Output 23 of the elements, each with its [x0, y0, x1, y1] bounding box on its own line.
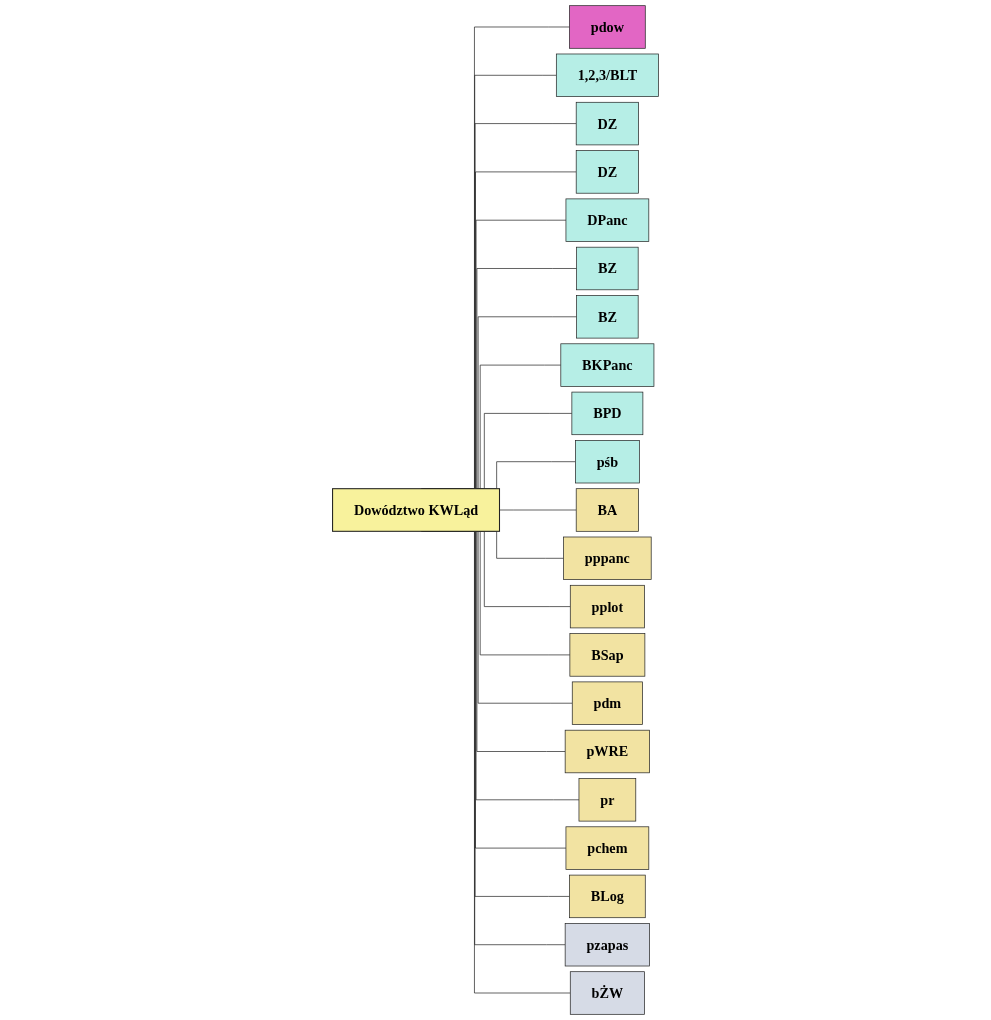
- node-box: pplot: [569, 584, 645, 629]
- node-box: DZ: [575, 101, 639, 146]
- node-box: DZ: [575, 150, 639, 194]
- node-box: BZ: [576, 246, 639, 291]
- node-box: BKPanc: [560, 343, 655, 387]
- node-box: pchem: [565, 826, 650, 870]
- node-box: BA: [575, 488, 639, 532]
- node-box: BPD: [571, 391, 644, 436]
- node-box: BSap: [569, 633, 646, 677]
- node-box: bŻW: [569, 971, 645, 1015]
- node-box: pzapas: [564, 923, 650, 967]
- node-box: pdow: [569, 5, 646, 49]
- node-box: pr: [578, 778, 637, 822]
- node-box: pWRE: [564, 729, 650, 774]
- node-box: pppanc: [563, 536, 652, 580]
- node-box: 1,2,3/BLT: [555, 53, 659, 97]
- node-box: DPanc: [565, 198, 650, 242]
- node-box: Dowództwo KWLąd: [332, 488, 501, 532]
- node-box: pdm: [571, 681, 643, 725]
- connector: [499, 509, 577, 511]
- node-box: pśb: [575, 440, 640, 484]
- node-box: BLog: [569, 874, 646, 919]
- node-box: BZ: [576, 295, 639, 339]
